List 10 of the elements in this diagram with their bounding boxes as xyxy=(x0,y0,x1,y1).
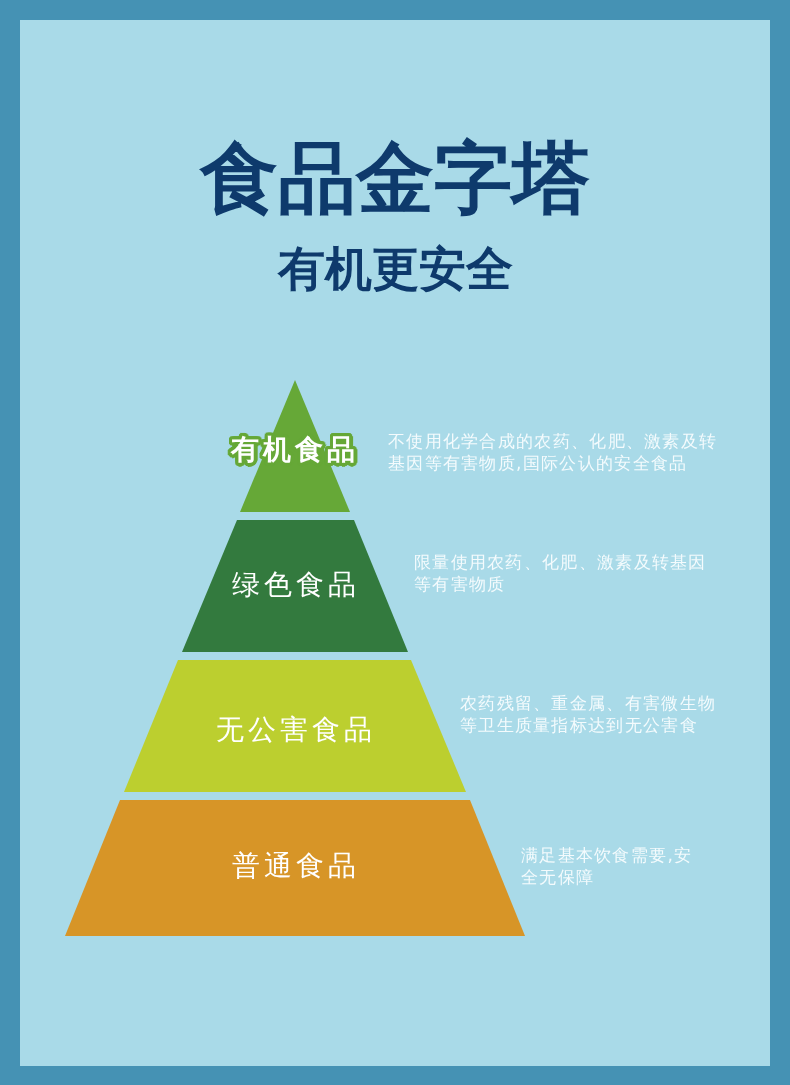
tier-description: 满足基本饮食需要,安全无保障 xyxy=(521,844,694,888)
title: 食品金字塔 xyxy=(200,139,590,217)
tier-label: 绿色食品 xyxy=(231,571,360,599)
tier-label: 普通食品 xyxy=(231,852,360,880)
tier-description: 不使用化学合成的农药、化肥、激素及转基因等有害物质,国际公认的安全食品 xyxy=(388,430,719,474)
tier-description: 农药残留、重金属、有害微生物等卫生质量指标达到无公害食 xyxy=(460,692,718,736)
subtitle: 有机更安全 xyxy=(277,244,513,292)
tier-label: 无公害食品 xyxy=(215,716,376,744)
tier-label: 有机食品 xyxy=(229,436,359,464)
tier-description: 限量使用农药、化肥、激素及转基因等有害物质 xyxy=(414,551,708,595)
